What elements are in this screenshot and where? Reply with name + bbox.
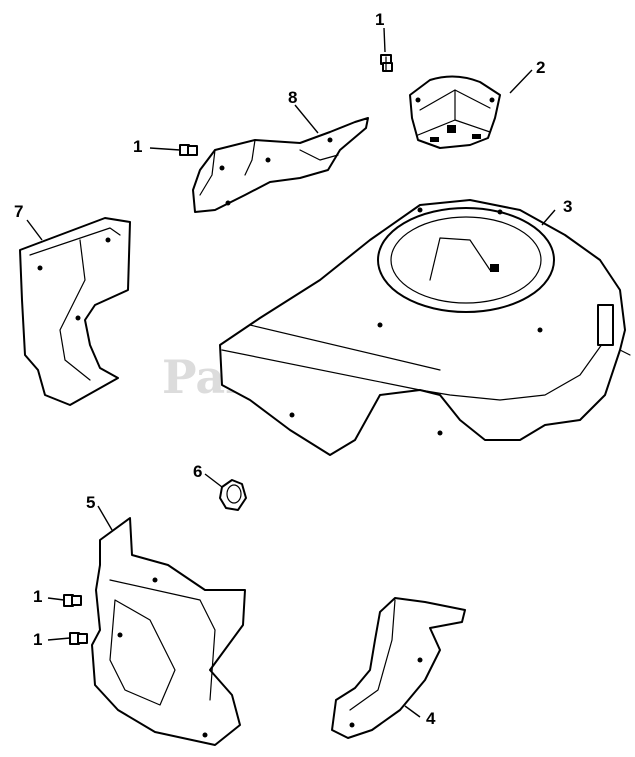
part-grommet[interactable]	[219, 479, 247, 511]
callout-baffle-lower-right: 4	[426, 709, 436, 728]
callout-grommet: 6	[193, 462, 202, 481]
callout-bracket-top: 8	[288, 88, 297, 107]
callout-labels: 1 1 1 1 2 3 4 5 6 7 8	[14, 10, 572, 728]
callout-blower-housing: 3	[563, 197, 572, 216]
callout-cover-small: 2	[536, 58, 545, 77]
part-bracket-top[interactable]	[192, 117, 369, 213]
callout-baffle-left: 7	[14, 202, 23, 221]
callout-bolt-left: 1	[133, 137, 142, 156]
callout-bolt-top: 1	[375, 10, 384, 29]
part-bolt-left[interactable]	[179, 144, 198, 156]
callout-baffle-lower-left: 5	[86, 493, 95, 512]
part-blower-housing[interactable]	[219, 199, 631, 456]
part-baffle-left[interactable]	[19, 217, 131, 406]
part-bolt-lower-a[interactable]	[63, 594, 82, 607]
leader-lines	[26, 27, 556, 718]
callout-bolt-lower-a: 1	[33, 587, 42, 606]
part-cover-small[interactable]	[409, 75, 501, 149]
part-baffle-lower-left[interactable]	[91, 517, 246, 746]
part-bolt-lower-b[interactable]	[69, 632, 88, 645]
callout-bolt-lower-b: 1	[33, 630, 42, 649]
part-baffle-lower-right[interactable]	[331, 597, 466, 739]
part-bolt-top[interactable]	[380, 54, 393, 72]
